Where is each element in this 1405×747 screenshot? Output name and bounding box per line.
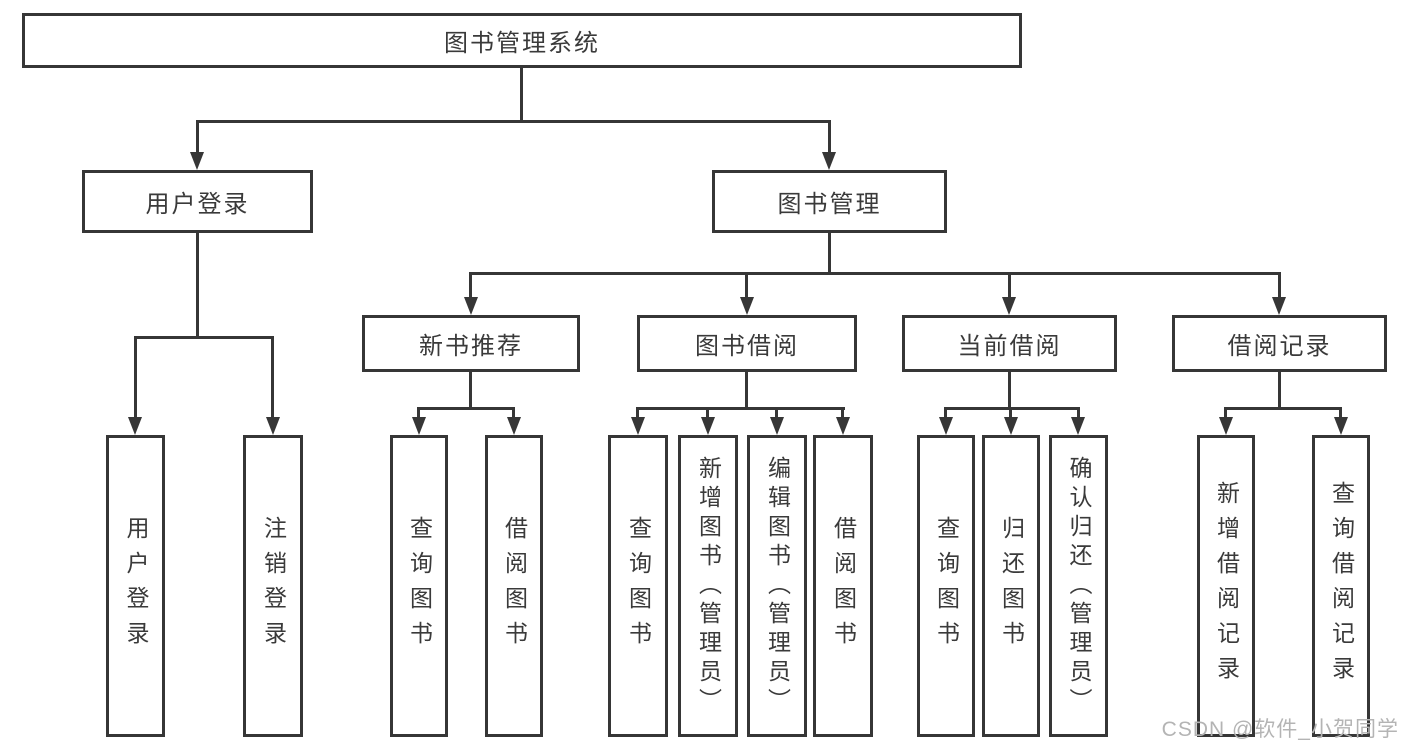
connector-line: [745, 372, 748, 407]
connector-line: [944, 407, 947, 419]
connector-line: [134, 336, 137, 419]
connector-line: [196, 120, 199, 154]
arrow-down-icon: [740, 297, 754, 315]
leaf-user-login: 用户登录: [106, 435, 165, 737]
arrow-down-icon: [190, 152, 204, 170]
leaf-return-book-label: 归还图书: [998, 516, 1025, 656]
connector-line: [1339, 407, 1342, 419]
connector-line: [1008, 272, 1011, 299]
connector-line: [417, 407, 515, 410]
connector-line: [1077, 407, 1080, 419]
leaf-confirm-return-admin: 确认归还（管理员）: [1049, 435, 1108, 737]
connector-line: [417, 407, 420, 419]
node-new-book-recommend: 新书推荐: [362, 315, 580, 372]
leaf-borrow-books: 借阅图书: [813, 435, 873, 737]
leaf-query-books-recommend-label: 查询图书: [406, 516, 433, 656]
leaf-add-borrow-record-label: 新增借阅记录: [1213, 481, 1240, 691]
connector-line: [134, 336, 274, 339]
leaf-return-book: 归还图书: [982, 435, 1040, 737]
connector-line: [196, 120, 831, 123]
connector-line: [469, 272, 1281, 275]
leaf-borrow-books-recommend-label: 借阅图书: [501, 516, 528, 656]
arrow-down-icon: [507, 417, 521, 435]
leaf-confirm-return-admin-label: 确认归还（管理员）: [1066, 455, 1092, 717]
connector-line: [706, 407, 709, 419]
connector-line: [745, 272, 748, 299]
node-new-book-recommend-label: 新书推荐: [419, 333, 523, 360]
leaf-query-books-borrow-label: 查询图书: [625, 516, 652, 656]
connector-line: [1009, 407, 1012, 419]
connector-line: [520, 68, 523, 120]
arrow-down-icon: [1004, 417, 1018, 435]
arrow-down-icon: [1219, 417, 1233, 435]
arrow-down-icon: [128, 417, 142, 435]
arrow-down-icon: [631, 417, 645, 435]
node-root: 图书管理系统: [22, 13, 1022, 68]
node-book-borrow: 图书借阅: [637, 315, 857, 372]
csdn-watermark: CSDN @软件_小贺同学: [1161, 718, 1399, 741]
leaf-logout: 注销登录: [243, 435, 303, 737]
connector-line: [1224, 407, 1342, 410]
leaf-query-books-current: 查询图书: [917, 435, 975, 737]
node-borrow-records: 借阅记录: [1172, 315, 1387, 372]
connector-line: [469, 372, 472, 407]
connector-line: [1278, 372, 1281, 407]
leaf-query-borrow-record-label: 查询借阅记录: [1328, 481, 1355, 691]
connector-line: [841, 407, 844, 419]
connector-line: [271, 336, 274, 419]
connector-line: [636, 407, 639, 419]
leaf-borrow-books-recommend: 借阅图书: [485, 435, 543, 737]
leaf-user-login-label: 用户登录: [123, 516, 149, 656]
node-user-login: 用户登录: [82, 170, 313, 233]
arrow-down-icon: [1002, 297, 1016, 315]
arrow-down-icon: [770, 417, 784, 435]
connector-line: [828, 120, 831, 154]
node-user-login-label: 用户登录: [145, 191, 250, 218]
connector-line: [1278, 272, 1281, 299]
connector-line: [828, 233, 831, 272]
leaf-query-books-borrow: 查询图书: [608, 435, 668, 737]
arrow-down-icon: [1334, 417, 1348, 435]
connector-line: [636, 407, 845, 410]
arrow-down-icon: [412, 417, 426, 435]
node-borrow-records-label: 借阅记录: [1227, 333, 1332, 360]
arrow-down-icon: [1071, 417, 1085, 435]
leaf-query-borrow-record: 查询借阅记录: [1312, 435, 1370, 737]
leaf-add-book-admin: 新增图书（管理员）: [678, 435, 738, 737]
leaf-add-borrow-record: 新增借阅记录: [1197, 435, 1255, 737]
leaf-edit-book-admin: 编辑图书（管理员）: [747, 435, 807, 737]
connector-line: [1008, 372, 1011, 407]
node-current-borrow-label: 当前借阅: [957, 333, 1062, 360]
connector-line: [512, 407, 515, 419]
leaf-logout-label: 注销登录: [260, 516, 287, 656]
arrow-down-icon: [701, 417, 715, 435]
node-current-borrow: 当前借阅: [902, 315, 1117, 372]
leaf-borrow-books-label: 借阅图书: [830, 516, 857, 656]
leaf-query-books-recommend: 查询图书: [390, 435, 448, 737]
node-book-management: 图书管理: [712, 170, 947, 233]
connector-line: [1224, 407, 1227, 419]
leaf-query-books-current-label: 查询图书: [933, 516, 960, 656]
arrow-down-icon: [266, 417, 280, 435]
connector-line: [469, 272, 472, 299]
connector-line: [944, 407, 1080, 410]
arrow-down-icon: [939, 417, 953, 435]
arrow-down-icon: [464, 297, 478, 315]
connector-line: [775, 407, 778, 419]
arrow-down-icon: [1272, 297, 1286, 315]
leaf-add-book-admin-label: 新增图书（管理员）: [695, 455, 722, 717]
connector-line: [196, 233, 199, 336]
leaf-edit-book-admin-label: 编辑图书（管理员）: [764, 455, 791, 717]
arrow-down-icon: [822, 152, 836, 170]
node-book-management-label: 图书管理: [777, 191, 882, 218]
node-book-borrow-label: 图书借阅: [695, 333, 799, 360]
node-root-label: 图书管理系统: [444, 30, 600, 57]
arrow-down-icon: [836, 417, 850, 435]
